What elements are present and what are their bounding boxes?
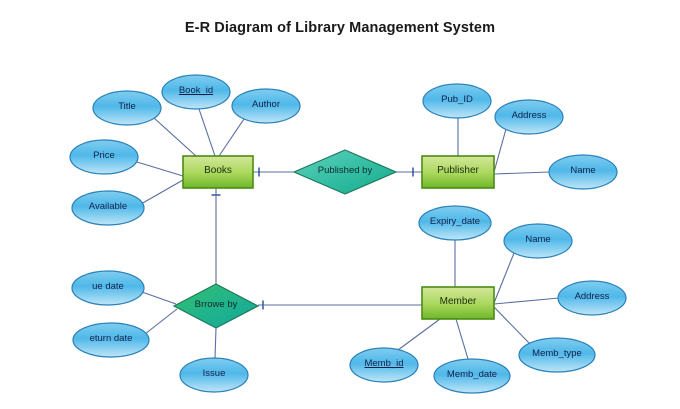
attribute-due-date — [71, 270, 145, 306]
attribute-available — [71, 190, 145, 226]
attribute-issue — [179, 357, 249, 393]
connector-price-books — [136, 161, 184, 177]
entity-member — [421, 286, 495, 320]
relationship-brrowe-by — [172, 283, 260, 329]
relationship-published-by — [292, 149, 398, 195]
connector-returndate-brrowe — [144, 308, 178, 335]
attribute-expiry-date — [418, 205, 492, 241]
connector-title-books — [153, 117, 197, 157]
entity-books — [182, 155, 254, 189]
connector-duedate-brrowe — [141, 291, 177, 305]
attribute-pub-id — [422, 83, 492, 119]
attribute-memb-type — [518, 337, 596, 373]
attribute-member-name — [503, 223, 573, 259]
attribute-book-id — [161, 74, 231, 110]
attribute-memb-id — [349, 347, 419, 383]
connector-address-publisher — [493, 128, 507, 173]
attribute-memb-date — [433, 358, 511, 394]
attribute-member-address — [557, 280, 627, 316]
connector-name-member — [493, 252, 515, 304]
connector-issue-brrowe — [214, 327, 217, 359]
entity-publisher — [421, 155, 495, 189]
attribute-ellipses — [69, 74, 627, 394]
connector-lines — [136, 108, 560, 360]
connector-membtype-member — [493, 306, 531, 345]
connector-available-books — [140, 179, 184, 205]
attribute-author — [231, 88, 301, 124]
attribute-price — [69, 139, 139, 175]
connector-author-books — [218, 118, 245, 157]
connector-address-member — [493, 297, 560, 305]
connector-membdate-member — [455, 318, 469, 360]
attribute-return-date — [72, 322, 150, 358]
connector-membid-member — [397, 318, 441, 351]
attribute-title — [92, 90, 162, 126]
entity-rectangles — [182, 155, 495, 320]
relationship-diamonds — [172, 149, 398, 329]
attribute-publisher-name — [548, 154, 618, 190]
page-title: E-R Diagram of Library Management System — [184, 20, 496, 36]
connector-bookid-books — [198, 108, 216, 157]
cardinality-ticks — [211, 167, 414, 310]
attribute-publisher-address — [494, 99, 564, 135]
connector-name-publisher — [493, 171, 550, 175]
